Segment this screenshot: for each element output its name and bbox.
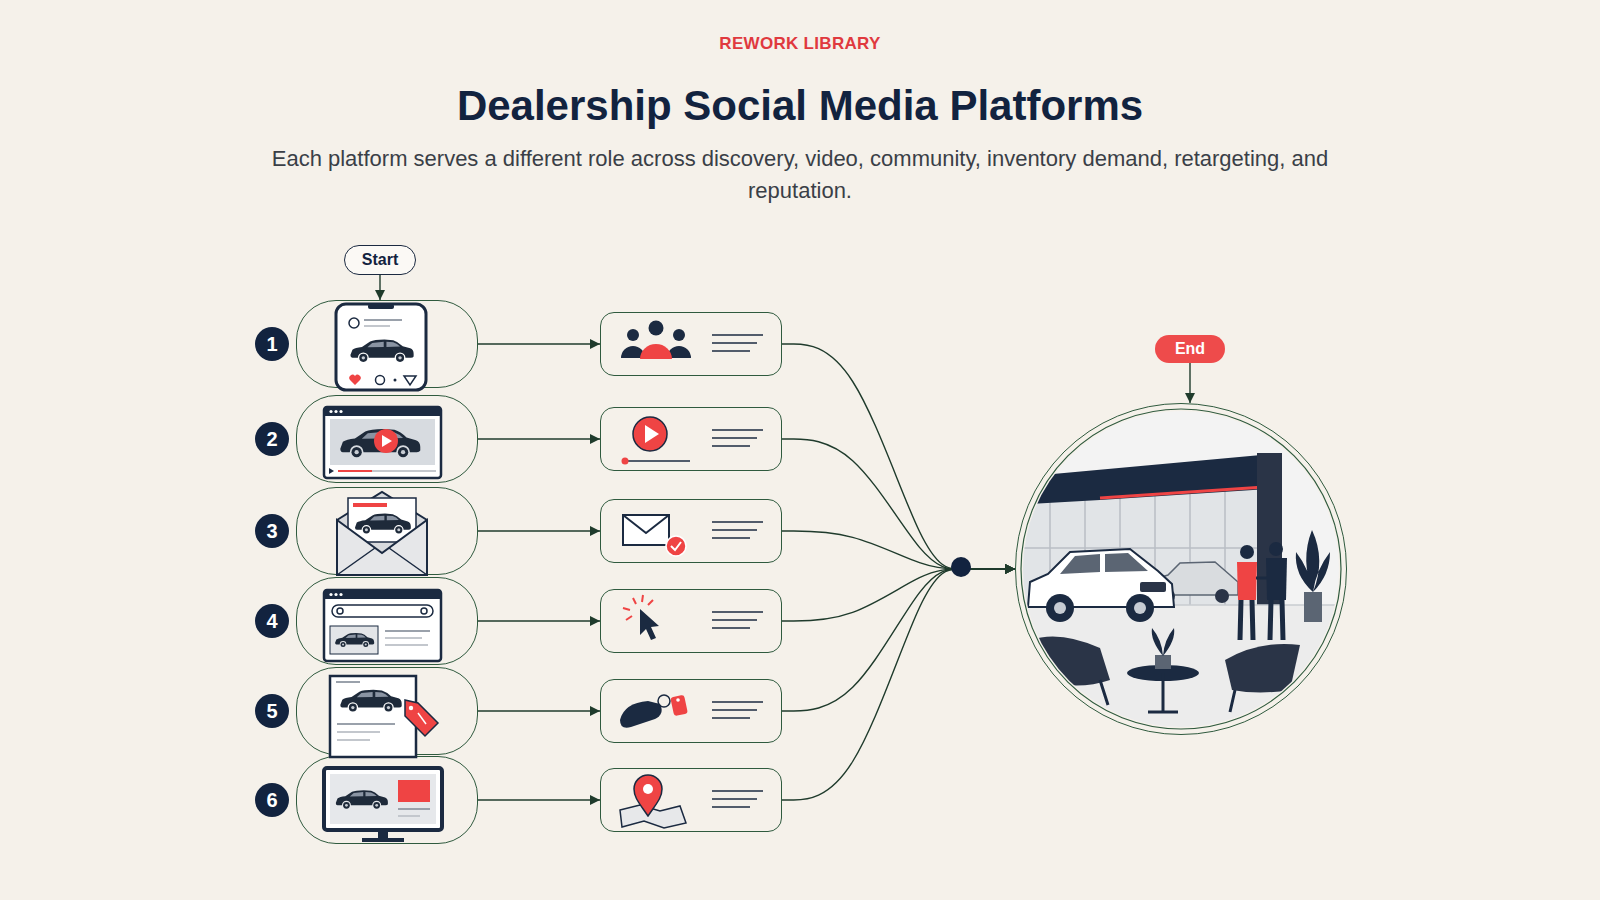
flow-connector [478, 530, 600, 531]
display-monitor-icon [324, 768, 442, 842]
flow-connector [782, 569, 1015, 621]
callout-number: 4 [255, 604, 289, 638]
video-play-icon [622, 417, 691, 465]
phone-feed-icon [336, 304, 426, 390]
callout-number: 1 [255, 327, 289, 361]
placeholder-lines [712, 335, 763, 807]
video-player-icon [324, 407, 441, 478]
role-box [600, 499, 782, 563]
role-box [600, 768, 782, 832]
callout-number: 2 [255, 422, 289, 456]
start-pill: Start [344, 245, 416, 275]
flow-connector [478, 343, 600, 344]
platform-box: 4 [296, 577, 478, 665]
key-fob-icon [620, 695, 688, 728]
platform-box: 1 [296, 300, 478, 388]
end-label: End [1175, 340, 1205, 358]
eyebrow-label: REWORK LIBRARY [600, 34, 1000, 54]
junction-dot [951, 557, 971, 577]
callout-number: 5 [255, 694, 289, 728]
showroom-ring [1021, 409, 1341, 729]
diagram-title: Dealership Social Media Platforms [200, 82, 1400, 130]
end-pill: End [1155, 335, 1225, 363]
flow-connector [782, 344, 1015, 569]
flow-connector [478, 438, 600, 439]
flow-connector [478, 799, 600, 800]
email-check-icon [623, 515, 686, 556]
email-envelope-icon [337, 492, 427, 575]
flow-connector [782, 569, 1015, 711]
platform-box: 3 [296, 487, 478, 575]
role-box [600, 312, 782, 376]
inventory-listing-icon [330, 676, 438, 757]
role-box [600, 407, 782, 471]
start-label: Start [362, 251, 398, 269]
diagram-caption: Each platform serves a different role ac… [270, 143, 1330, 207]
callout-number: 6 [255, 783, 289, 817]
role-box [600, 589, 782, 653]
showroom-illustration [1010, 403, 1355, 745]
callout-number: 3 [255, 514, 289, 548]
platform-box: 6 [296, 756, 478, 844]
flow-connector [478, 710, 600, 711]
flow-connector [379, 275, 380, 300]
platform-box: 2 [296, 395, 478, 483]
flow-connector [1189, 363, 1190, 403]
flow-connector [478, 620, 600, 621]
flow-connector [782, 439, 1015, 569]
community-icon [621, 321, 691, 360]
map-pin-icon [620, 775, 686, 828]
showroom-circle [1015, 403, 1347, 735]
flow-connector [782, 569, 1015, 800]
platform-box: 5 [296, 667, 478, 755]
role-box [600, 679, 782, 743]
flow-connector [782, 531, 1015, 569]
search-browser-icon [324, 590, 441, 661]
click-cursor-icon [623, 595, 659, 640]
